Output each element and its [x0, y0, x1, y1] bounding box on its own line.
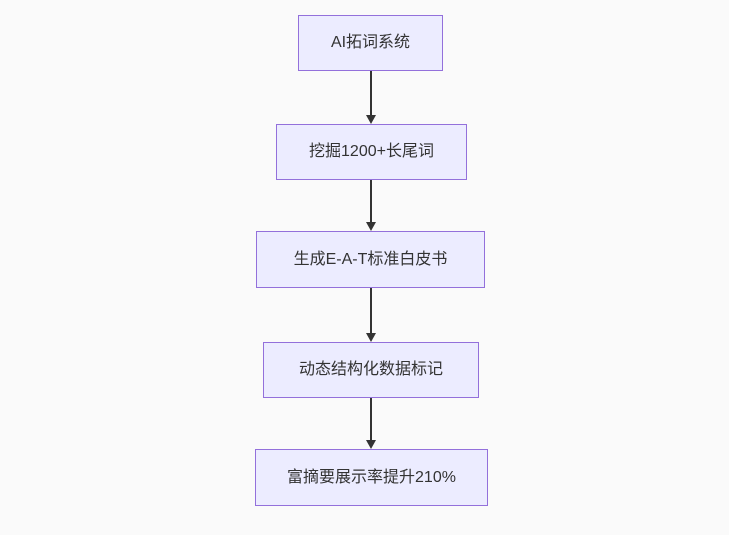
arrowhead-down-icon: [366, 115, 376, 124]
flow-node-longtail-mining: 挖掘1200+长尾词: [276, 124, 467, 180]
flow-node-label: 挖掘1200+长尾词: [309, 143, 434, 161]
arrowhead-down-icon: [366, 222, 376, 231]
edge-line-n2-n3: [370, 180, 372, 222]
flow-node-label: 生成E-A-T标准白皮书: [293, 250, 448, 268]
flow-node-label: AI拓词系统: [330, 34, 411, 52]
flow-node-label: 富摘要展示率提升210%: [287, 468, 456, 486]
flow-node-ai-keyword-system: AI拓词系统: [298, 15, 443, 71]
arrowhead-down-icon: [366, 440, 376, 449]
edge-line-n1-n2: [370, 71, 372, 115]
edge-line-n3-n4: [370, 288, 372, 333]
flow-node-structured-data-markup: 动态结构化数据标记: [263, 342, 479, 398]
arrowhead-down-icon: [366, 333, 376, 342]
flow-node-eat-whitepaper: 生成E-A-T标准白皮书: [256, 231, 485, 288]
flow-node-label: 动态结构化数据标记: [298, 361, 443, 379]
flow-node-rich-snippet-result: 富摘要展示率提升210%: [255, 449, 488, 506]
edge-line-n4-n5: [370, 398, 372, 440]
